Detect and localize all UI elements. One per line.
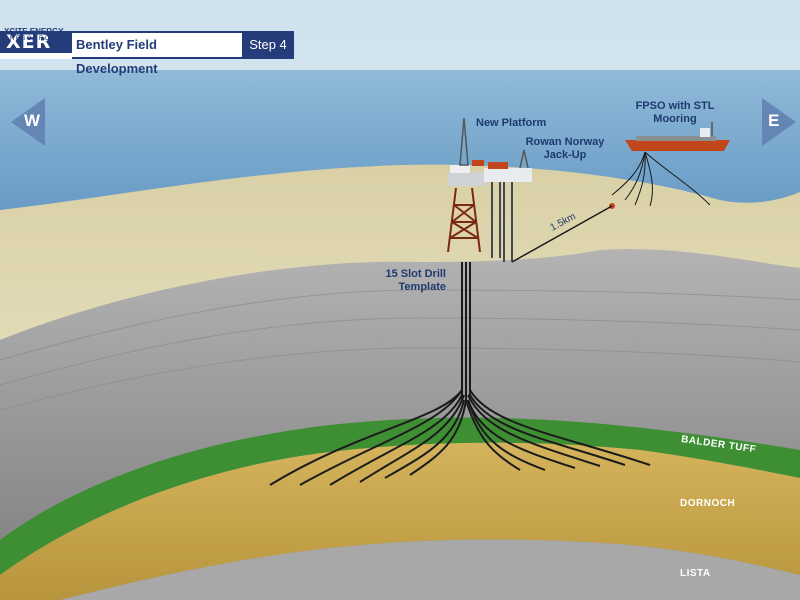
rock-strata-lines xyxy=(0,289,800,411)
west-nav-button[interactable]: W xyxy=(9,96,47,148)
dornoch-label: DORNOCH xyxy=(680,498,736,509)
rowan-label-line1: Rowan Norway xyxy=(525,136,605,148)
flowline xyxy=(511,205,613,263)
rowan-label-line2: Jack-Up xyxy=(543,149,587,161)
fpso-label-line1: FPSO with STL xyxy=(635,100,715,112)
lista-label: LISTA xyxy=(680,568,711,579)
fpso-vessel xyxy=(625,122,730,151)
drill-label-line2: Template xyxy=(398,281,446,293)
balder-tuff-layer xyxy=(0,417,800,575)
company-logo: XER xyxy=(0,31,72,59)
new-platform-label: New Platform xyxy=(476,117,547,129)
header-bar: XER Bentley Field Development Step 4 xyxy=(0,31,294,76)
east-nav-button[interactable]: E xyxy=(760,96,798,148)
drill-template-label: 15 Slot Drill Template xyxy=(370,268,446,294)
rowan-label: Rowan Norway Jack-Up xyxy=(522,136,608,162)
rowan-jackup xyxy=(484,149,532,182)
west-arrow-icon xyxy=(11,98,45,146)
company-subname: RESOURCES xyxy=(10,36,62,42)
jackup-legs xyxy=(491,178,513,262)
new-platform xyxy=(448,117,486,186)
fpso-label-line2: Mooring xyxy=(653,113,697,125)
platform-jacket xyxy=(447,187,481,253)
west-label: W xyxy=(24,111,41,130)
well-bores xyxy=(269,262,651,486)
logo-mark: XER xyxy=(0,31,72,53)
lista-layer xyxy=(60,539,800,600)
dornoch-layer xyxy=(0,442,800,600)
company-name: XCITE ENERGY xyxy=(4,27,64,36)
east-label: E xyxy=(768,111,780,130)
step-indicator: Step 4 xyxy=(242,31,294,59)
mooring-lines xyxy=(611,151,711,207)
drill-label-line1: 15 Slot Drill xyxy=(385,268,446,280)
east-arrow-icon xyxy=(762,98,796,146)
fpso-label: FPSO with STL Mooring xyxy=(625,100,725,126)
page-title: Bentley Field Development xyxy=(72,31,242,76)
